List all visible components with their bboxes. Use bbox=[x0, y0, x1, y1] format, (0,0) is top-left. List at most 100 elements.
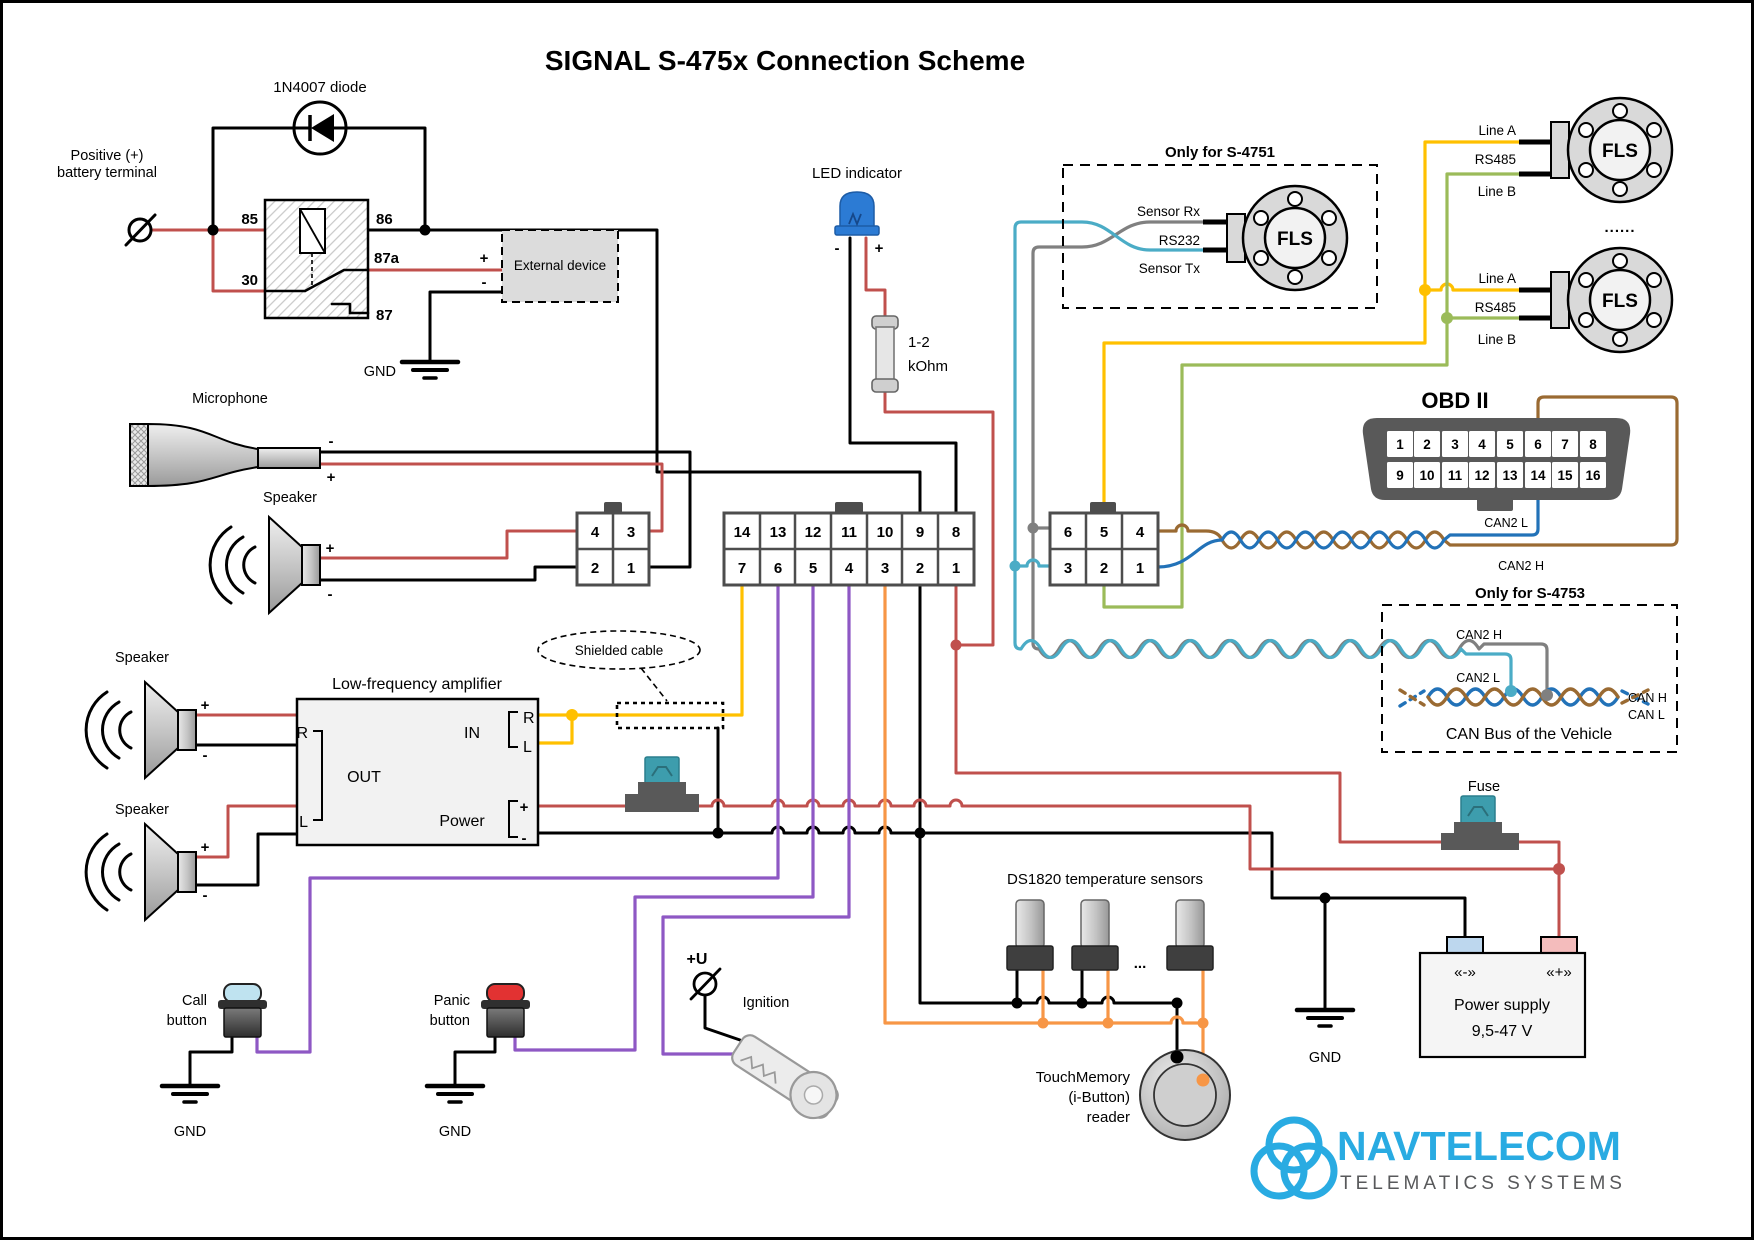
vehicle-can-braid bbox=[1398, 687, 1650, 708]
mic-minus: - bbox=[329, 433, 334, 450]
power-supply-label-1: Power supply bbox=[1454, 997, 1550, 1014]
c14-pin6: 6 bbox=[774, 560, 782, 577]
battery-terminal-icon bbox=[124, 213, 157, 247]
obd-pin-15: 15 bbox=[1557, 468, 1573, 483]
wire-main-power bbox=[954, 584, 1561, 947]
c6-pin4: 4 bbox=[1136, 524, 1145, 541]
resistor-label-1: 1-2 bbox=[908, 334, 930, 351]
microphone-icon bbox=[129, 422, 321, 488]
c14-pin2: 2 bbox=[916, 560, 924, 577]
fls-label-2: FLS bbox=[1602, 291, 1638, 312]
page-title: SIGNAL S-475x Connection Scheme bbox=[545, 45, 1025, 76]
wire-mic-minus bbox=[316, 450, 692, 569]
wire-speaker1-plus bbox=[318, 529, 579, 560]
ignition-terminal-icon bbox=[689, 967, 722, 1001]
touchmemory-label-2: (i-Button) bbox=[1068, 1089, 1130, 1106]
wire-onewire-ground bbox=[918, 584, 1179, 1059]
diode-label: 1N4007 diode bbox=[273, 79, 366, 96]
obd-can2h-label: CAN2 H bbox=[1498, 559, 1544, 573]
lineb1-label: Line B bbox=[1478, 184, 1516, 199]
wire-battery-to-30 bbox=[211, 228, 267, 293]
c4-pin2: 2 bbox=[591, 560, 599, 577]
c4-pin3: 3 bbox=[627, 524, 635, 541]
wire-sensor-gnd-leads bbox=[1015, 968, 1084, 1005]
wire-can2l-blue bbox=[1156, 490, 1540, 569]
panic-button-icon bbox=[481, 983, 530, 1038]
ignition-key-icon bbox=[731, 1034, 839, 1120]
sensor-tx-label: Sensor Tx bbox=[1139, 261, 1201, 276]
led-icon bbox=[834, 191, 880, 236]
c6-pin1: 1 bbox=[1136, 560, 1144, 577]
speaker-icon-3 bbox=[84, 821, 197, 923]
navtelecom-logo: NAVTELECOM TELEMATICS SYSTEMS bbox=[1250, 1116, 1626, 1200]
linea1-label: Line A bbox=[1478, 123, 1516, 138]
diode-icon bbox=[292, 100, 348, 156]
blue-brown-wires bbox=[1156, 395, 1679, 569]
touchmemory-label-3: reader bbox=[1087, 1109, 1130, 1126]
wire-speaker3-plus bbox=[193, 804, 299, 859]
obd-connector bbox=[1362, 418, 1631, 511]
amp-power-minus: - bbox=[522, 830, 527, 847]
external-device-label: External device bbox=[514, 258, 606, 273]
logo-tagline: TELEMATICS SYSTEMS bbox=[1340, 1173, 1626, 1194]
amplifier-title: Low-frequency amplifier bbox=[332, 676, 503, 693]
ground-icon-external bbox=[399, 359, 461, 380]
obd-can2l-label: CAN2 L bbox=[1484, 516, 1528, 530]
lineb2-label: Line B bbox=[1478, 332, 1516, 347]
fls-sensor-rs485-2 bbox=[1519, 246, 1674, 354]
s4751-title: Only for S-4751 bbox=[1165, 144, 1275, 161]
wire-amp-power bbox=[536, 798, 1561, 871]
wire-ignition-input bbox=[661, 584, 851, 1056]
ibutton-reader-icon bbox=[1139, 1049, 1231, 1141]
connector-6pin bbox=[1048, 502, 1160, 587]
obd-pin-12: 12 bbox=[1474, 468, 1489, 483]
fls-label-1: FLS bbox=[1602, 141, 1638, 162]
c4-pin1: 1 bbox=[627, 560, 635, 577]
speaker1-label: Speaker bbox=[263, 490, 317, 506]
obd-pin-13: 13 bbox=[1502, 468, 1518, 483]
power-minus-label: «-» bbox=[1454, 964, 1476, 981]
c4-pin4: 4 bbox=[591, 524, 600, 541]
c14-pin5: 5 bbox=[809, 560, 817, 577]
temperature-sensor-1 bbox=[1006, 899, 1054, 971]
can-h-label: CAN H bbox=[1628, 691, 1667, 705]
amp-power-label: Power bbox=[439, 813, 485, 830]
obd-pin-6: 6 bbox=[1534, 437, 1542, 452]
speaker2-label: Speaker bbox=[115, 650, 169, 666]
gnd-label-panic: GND bbox=[439, 1124, 471, 1140]
vehicle-can-h-dashed bbox=[1398, 688, 1650, 707]
call-button-label-1: Call bbox=[182, 993, 207, 1009]
wire-speaker3-minus bbox=[193, 832, 299, 887]
led-plus: + bbox=[875, 240, 884, 257]
speaker-icon-2 bbox=[84, 679, 197, 781]
battery-label-1: Positive (+) bbox=[71, 148, 144, 164]
sensor-rx-label: Sensor Rx bbox=[1137, 204, 1200, 219]
fls-sensor-rs485-1 bbox=[1519, 96, 1674, 204]
shielded-cable-section bbox=[615, 701, 725, 730]
power-plus-terminal bbox=[1540, 936, 1578, 955]
ignition-label: Ignition bbox=[743, 995, 790, 1011]
obd-pin-7: 7 bbox=[1561, 437, 1569, 452]
obd-pin-5: 5 bbox=[1506, 437, 1514, 452]
logo-rings-icon bbox=[1250, 1116, 1338, 1200]
wire-call-button bbox=[255, 584, 780, 1054]
logo-name: NAVTELECOM bbox=[1337, 1123, 1621, 1169]
panic-button-label-2: button bbox=[430, 1013, 470, 1029]
wire-call-gnd bbox=[188, 1035, 234, 1086]
wire-onewire-data bbox=[883, 584, 1205, 1025]
relay-pin-87: 87 bbox=[376, 307, 393, 324]
wire-rs485-linea bbox=[1102, 140, 1523, 515]
wire-can2h-brown bbox=[1156, 395, 1679, 550]
relay-pin-86: 86 bbox=[376, 211, 393, 228]
wire-relay86-to-pin9 bbox=[366, 228, 922, 515]
purple-wires bbox=[255, 584, 851, 1056]
c14-pin4: 4 bbox=[845, 560, 854, 577]
connector-4pin bbox=[575, 502, 651, 587]
touchmemory-label-1: TouchMemory bbox=[1036, 1069, 1131, 1086]
c14-pin13: 13 bbox=[770, 524, 787, 541]
c14-pin7: 7 bbox=[738, 560, 746, 577]
wire-can2l-cyan bbox=[1013, 220, 1513, 693]
resistor-icon bbox=[871, 315, 899, 393]
